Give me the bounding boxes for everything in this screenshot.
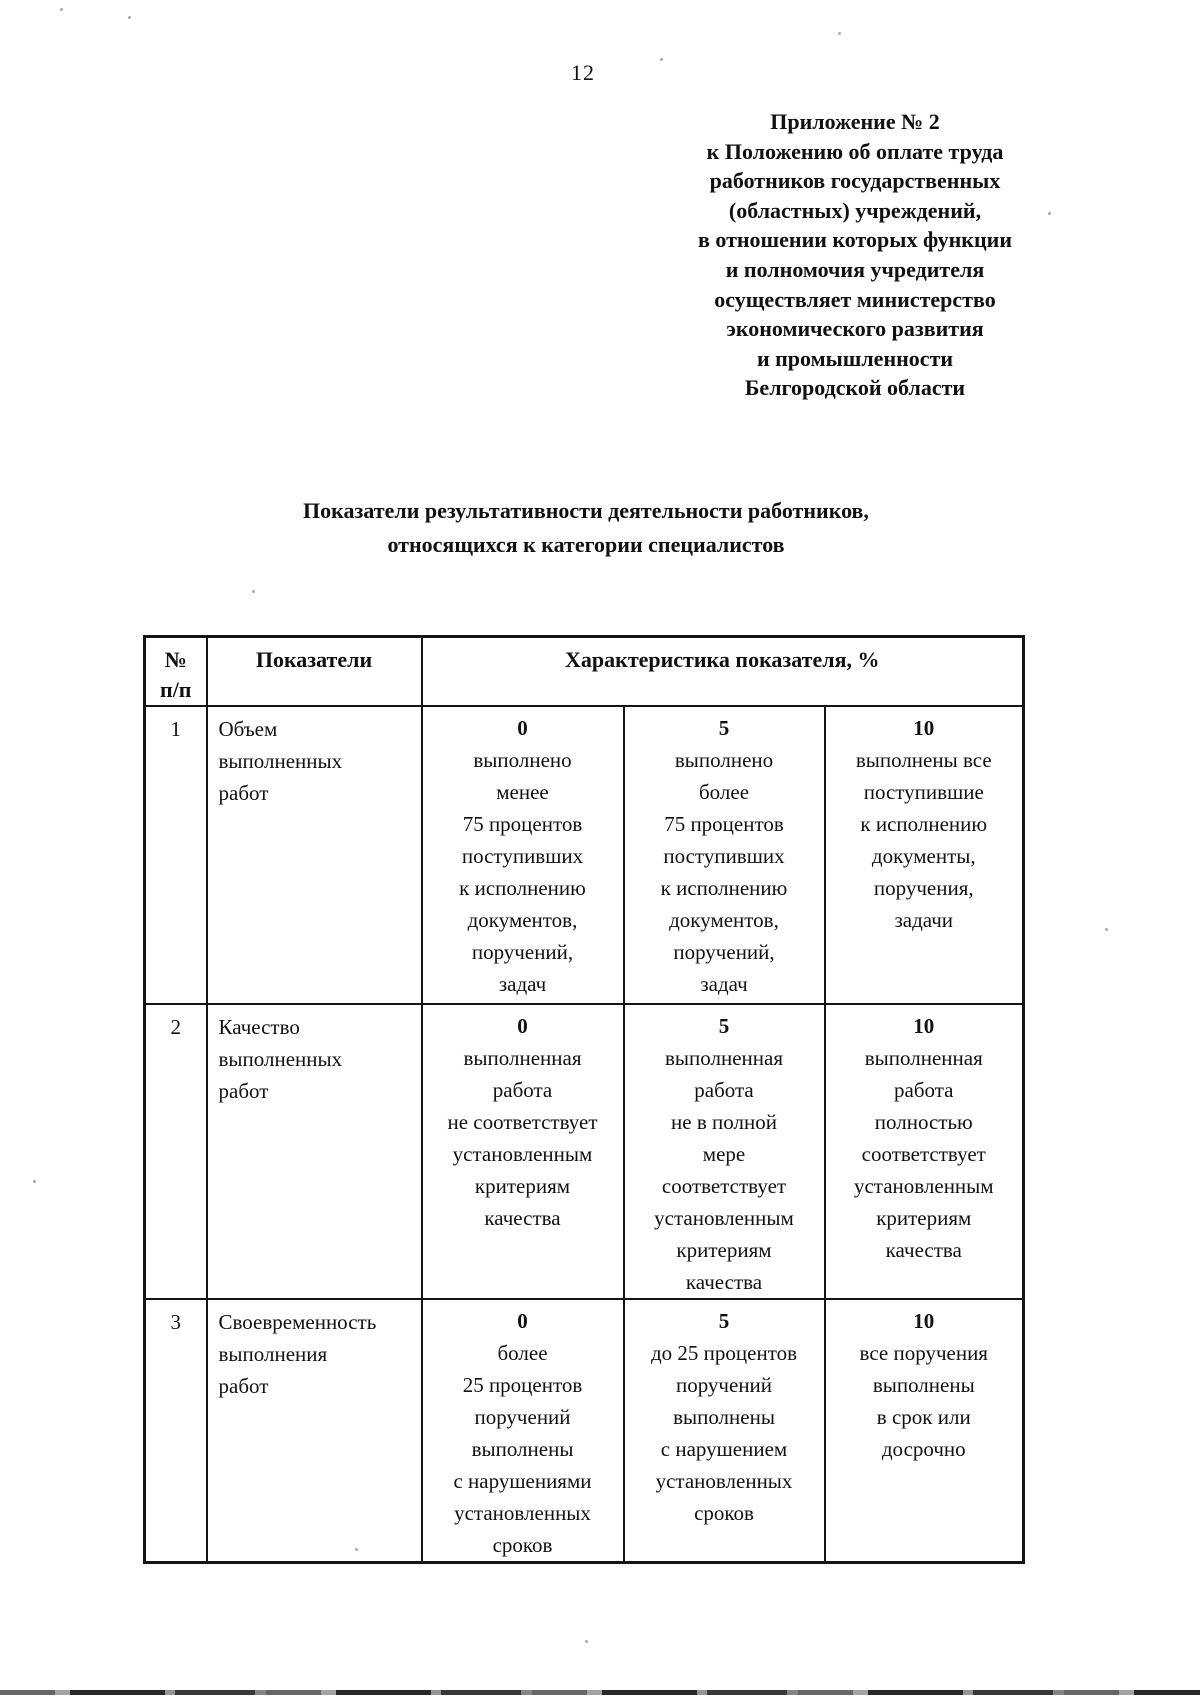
score-description: все поручения выполнены в срок или досро…: [859, 1341, 988, 1461]
score-description: выполнено более 75 процентов поступивших…: [660, 748, 788, 996]
scan-speck: [60, 8, 63, 11]
score-description: выполненная работа не в полной мере соот…: [654, 1046, 794, 1294]
table-row: 2 Качество выполненных работ 0 выполненн…: [143, 1003, 1025, 1300]
characteristic-cell-10: 10 все поручения выполнены в срок или до…: [823, 1298, 1025, 1564]
appendix-line: к Положению об оплате труда: [706, 138, 1004, 164]
scan-speck: [252, 590, 255, 593]
scan-speck: [1105, 928, 1108, 931]
score-description: выполненная работа полностью соответству…: [853, 1046, 994, 1262]
characteristic-cell-0: 0 выполнено менее 75 процентов поступивш…: [420, 705, 625, 1005]
indicator-name: Качество выполненных работ: [205, 1003, 423, 1300]
score-description: до 25 процентов поручений выполнены с на…: [650, 1341, 798, 1525]
score-value: 0: [517, 1309, 528, 1333]
score-value: 10: [913, 716, 935, 740]
scan-speck: [128, 16, 131, 19]
indicator-name: Объем выполненных работ: [205, 705, 423, 1005]
scan-speck: [838, 32, 841, 35]
appendix-line: Белгородской области: [744, 375, 966, 401]
score-description: выполнены все поступившие к исполнению д…: [855, 748, 992, 932]
scan-speck: [1048, 212, 1051, 215]
appendix-header: Приложение № 2 к Положению об оплате тру…: [666, 107, 1044, 403]
appendix-line: экономического развития: [726, 316, 984, 342]
appendix-line: Приложение № 2: [770, 109, 940, 134]
table-header-row: № п/п Показатели Характеристика показате…: [143, 635, 1025, 707]
score-value: 0: [517, 1014, 528, 1038]
appendix-line: и полномочия учредителя: [725, 256, 985, 282]
col-header-indicator: Показатели: [205, 635, 423, 707]
score-value: 5: [718, 716, 730, 740]
score-value: 5: [718, 1014, 730, 1038]
characteristic-cell-10: 10 выполнены все поступившие к исполнени…: [823, 705, 1025, 1005]
document-title: Показатели результативности деятельности…: [0, 494, 1172, 562]
scan-artifact-line: [0, 1690, 1200, 1695]
characteristic-cell-0: 0 более 25 процентов поручений выполнены…: [420, 1298, 625, 1564]
scan-speck: [355, 1548, 358, 1551]
characteristic-cell-5: 5 до 25 процентов поручений выполнены с …: [622, 1298, 826, 1564]
characteristic-cell-10: 10 выполненная работа полностью соответс…: [823, 1003, 1025, 1300]
scan-speck: [585, 1640, 588, 1643]
row-number: 2: [143, 1003, 208, 1300]
score-description: более 25 процентов поручений выполнены с…: [453, 1341, 592, 1557]
page-number: 12: [571, 60, 595, 85]
col-header-characteristic: Характеристика показателя, %: [420, 635, 1025, 707]
score-value: 10: [913, 1309, 935, 1333]
document-title-line: относящихся к категории специалистов: [387, 532, 785, 557]
table-row: 1 Объем выполненных работ 0 выполнено ме…: [143, 705, 1025, 1005]
appendix-line: осуществляет министерство: [714, 286, 996, 312]
scan-speck: [33, 1180, 36, 1183]
characteristic-cell-0: 0 выполненная работа не соответствует ус…: [420, 1003, 625, 1300]
score-value: 10: [913, 1014, 935, 1038]
document-title-line: Показатели результативности деятельности…: [303, 498, 869, 523]
indicator-name: Своевременность выполнения работ: [205, 1298, 423, 1564]
score-description: выполненная работа не соответствует уста…: [447, 1046, 598, 1230]
appendix-line: работников государственных: [709, 168, 1001, 194]
table-row: 3 Своевременность выполнения работ 0 бол…: [143, 1298, 1025, 1564]
scan-speck: [660, 58, 663, 61]
appendix-line: в отношении которых функции: [697, 227, 1012, 253]
characteristic-cell-5: 5 выполненная работа не в полной мере со…: [622, 1003, 826, 1300]
row-number: 3: [143, 1298, 208, 1564]
score-value: 0: [517, 716, 528, 740]
appendix-line: (областных) учреждений,: [728, 197, 982, 223]
row-number: 1: [143, 705, 208, 1005]
score-description: выполнено менее 75 процентов поступивших…: [459, 748, 586, 996]
indicators-table: № п/п Показатели Характеристика показате…: [143, 635, 1026, 1564]
col-header-num: № п/п: [143, 635, 208, 707]
characteristic-cell-5: 5 выполнено более 75 процентов поступивш…: [622, 705, 826, 1005]
appendix-line: и промышленности: [756, 345, 954, 371]
score-value: 5: [718, 1309, 730, 1333]
